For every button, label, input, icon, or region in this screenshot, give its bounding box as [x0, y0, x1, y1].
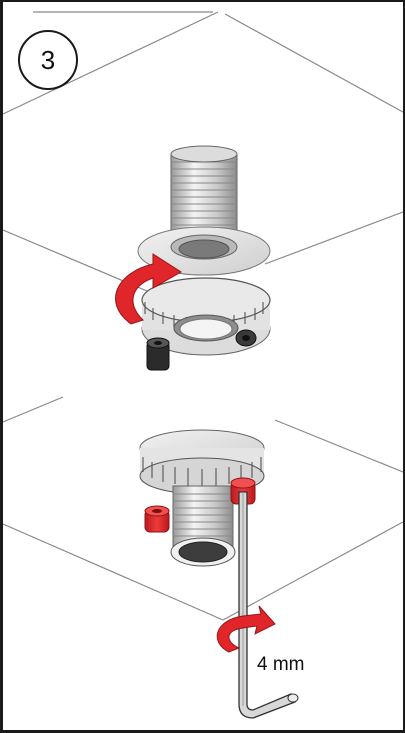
flange-upper: [137, 226, 271, 276]
hex-key-wrench: [238, 491, 299, 719]
step-number: 3: [40, 44, 56, 75]
wrench-size-label: 4 mm: [257, 654, 305, 675]
set-screw-right-upper: [235, 329, 257, 347]
assembly-illustration: [3, 11, 403, 719]
step-number-badge: 3: [18, 30, 78, 90]
set-screw-left-upper: [146, 337, 170, 371]
fitting-lower: [139, 429, 265, 567]
rotate-arrow-lower: [216, 605, 276, 653]
panel-surface-lower: [3, 396, 403, 621]
panel-surface-upper: [3, 11, 403, 303]
rotate-arrow-upper: [115, 253, 182, 325]
set-screw-left-lower: [144, 505, 170, 533]
